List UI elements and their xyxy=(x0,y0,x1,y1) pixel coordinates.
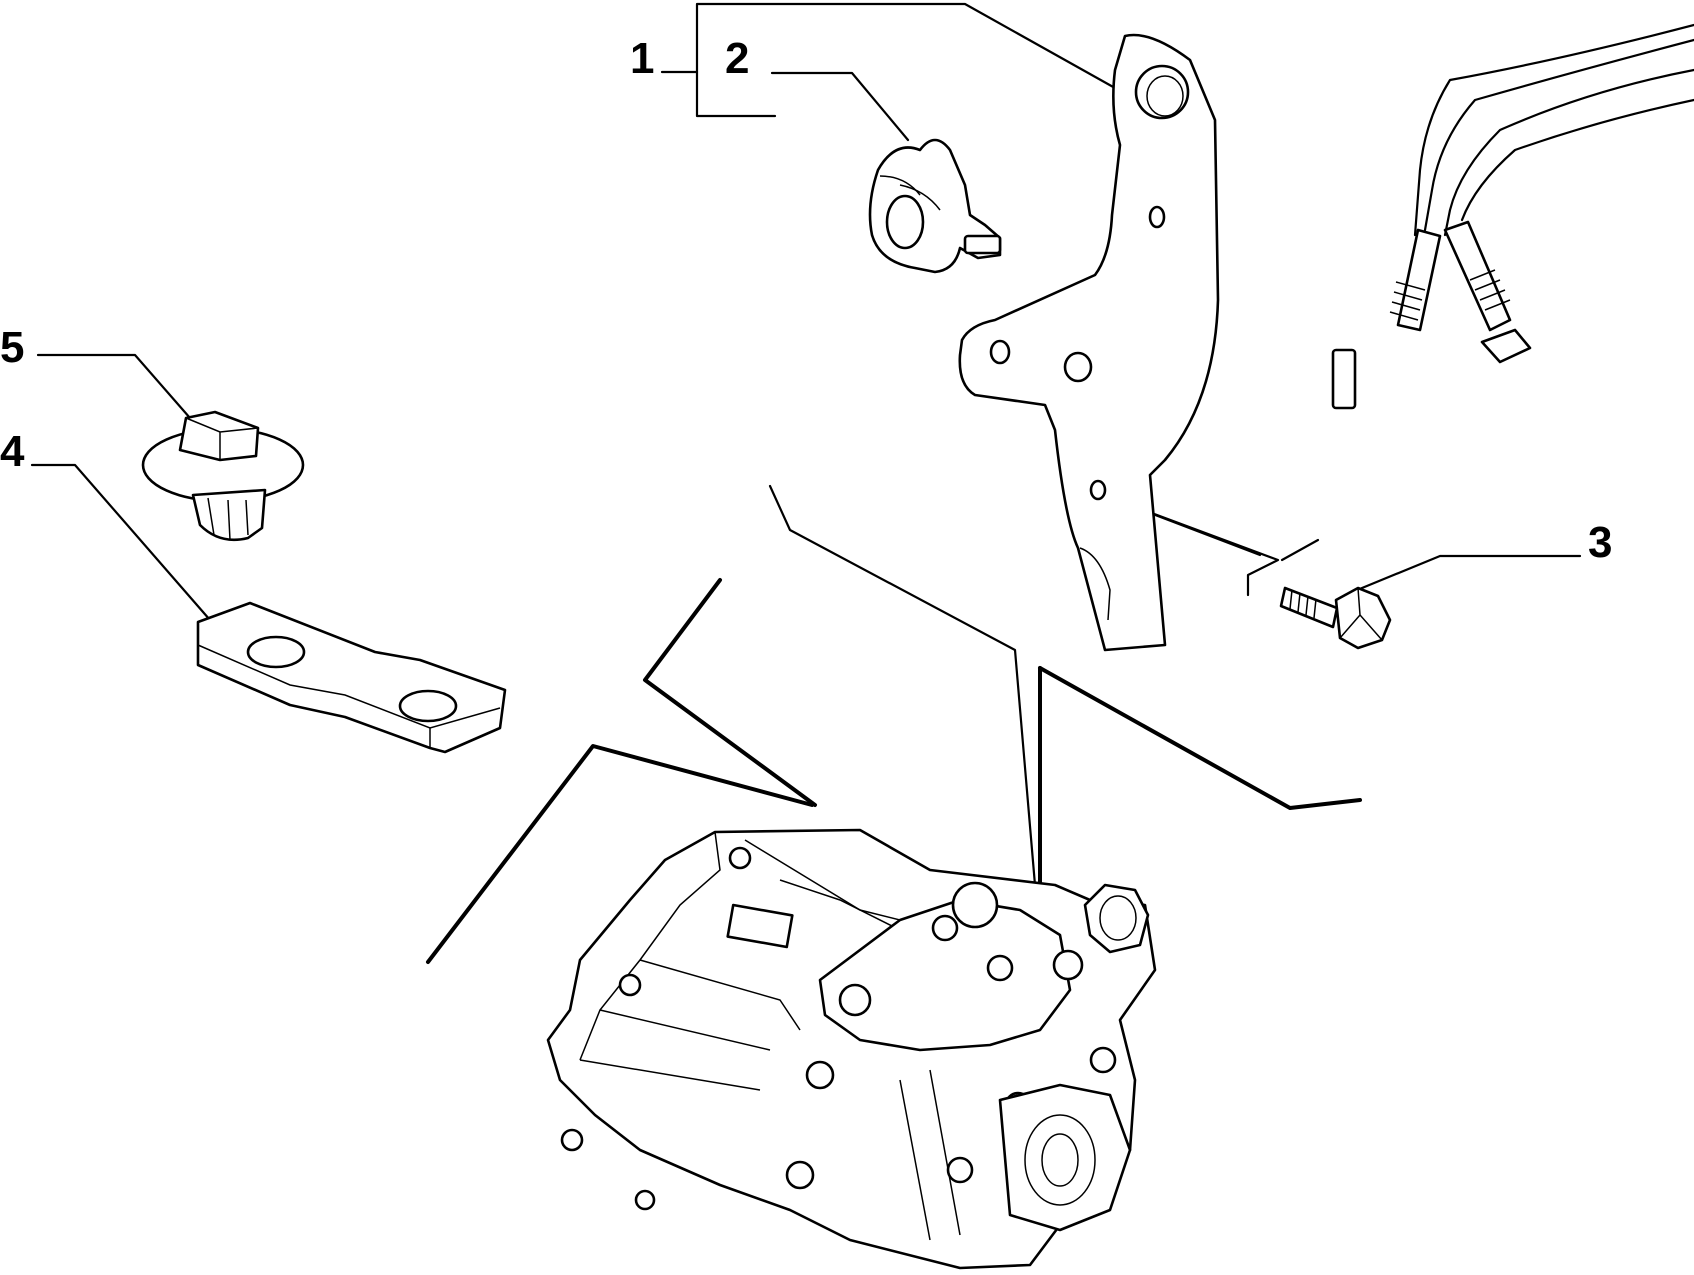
gearbox-assembly xyxy=(546,828,1157,1270)
leader-line-1 xyxy=(660,2,1117,90)
leader-line-4 xyxy=(30,463,212,622)
callout-label-1: 1 xyxy=(630,34,654,83)
shift-cables xyxy=(1331,23,1694,410)
assembly-guide-lines xyxy=(426,484,1362,964)
leader-line-2 xyxy=(770,71,910,142)
leader-line-3 xyxy=(1343,554,1582,597)
callout-label-2: 2 xyxy=(725,34,749,83)
leader-line-5 xyxy=(36,353,192,420)
part-2-clip xyxy=(868,138,1002,274)
leader-lines xyxy=(30,2,1582,622)
part-1-bracket xyxy=(958,33,1220,652)
callout-label-4: 4 xyxy=(0,427,25,476)
guide-line-right-diag xyxy=(1038,666,1362,810)
guide-line-left xyxy=(643,578,817,807)
leader-line-3-bolt-b xyxy=(1093,490,1280,597)
guide-line-center xyxy=(768,484,1037,887)
part-5-push-fastener xyxy=(141,410,305,542)
callout-label-3: 3 xyxy=(1588,518,1612,567)
leader-line-3-dash xyxy=(1280,538,1320,562)
leader-line-1-bracket xyxy=(695,70,777,118)
part-3-hex-bolt xyxy=(1279,586,1392,650)
part-4-mounting-plate xyxy=(196,601,507,754)
callout-label-5: 5 xyxy=(0,323,24,372)
guide-line-left-lower xyxy=(426,744,814,964)
